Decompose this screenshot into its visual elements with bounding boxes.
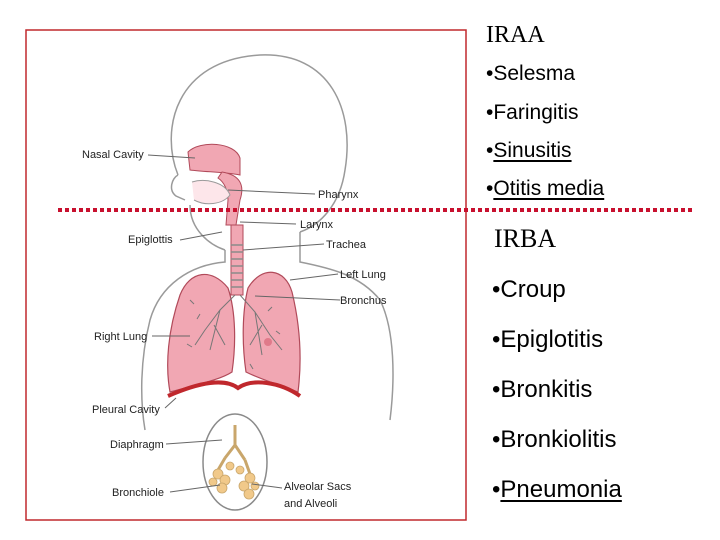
- label-bronchiole: Bronchiole: [112, 487, 164, 499]
- bronchi-branches: [186, 294, 283, 370]
- oral-cavity-outline: [191, 180, 231, 205]
- bullet: •: [492, 476, 501, 503]
- diagram-frame: [25, 29, 467, 521]
- body-outline: [141, 54, 394, 431]
- trachea-shape: [230, 224, 244, 296]
- label-diaphragm: Diaphragm: [110, 439, 164, 451]
- label-left-lung: Left Lung: [340, 269, 386, 281]
- label-trachea: Trachea: [326, 239, 367, 251]
- label-nasal-cavity: Nasal Cavity: [82, 149, 144, 161]
- label-pharynx: Pharynx: [318, 189, 359, 201]
- label-pleural-cavity: Pleural Cavity: [92, 404, 160, 416]
- leader-lines: [147, 154, 341, 493]
- label-bronchus: Bronchus: [340, 295, 387, 307]
- left-lung-shape: [242, 271, 301, 393]
- heart-spot: [264, 338, 272, 346]
- right-lung-shape: [167, 273, 236, 393]
- alveoli-inset: [202, 413, 268, 511]
- label-alveolar-sacs: Alveolar Sacs: [284, 481, 352, 493]
- label-right-lung: Right Lung: [94, 331, 147, 343]
- diaphragm-shape: [167, 380, 302, 398]
- nasal-cavity-shape: [187, 143, 241, 176]
- label-epiglottis: Epiglottis: [128, 234, 173, 246]
- lower-item-link[interactable]: Pneumonia: [500, 476, 622, 503]
- label-alveoli: and Alveoli: [284, 498, 337, 510]
- label-larynx: Larynx: [300, 219, 334, 231]
- lower-item: •Pneumonia: [492, 476, 622, 504]
